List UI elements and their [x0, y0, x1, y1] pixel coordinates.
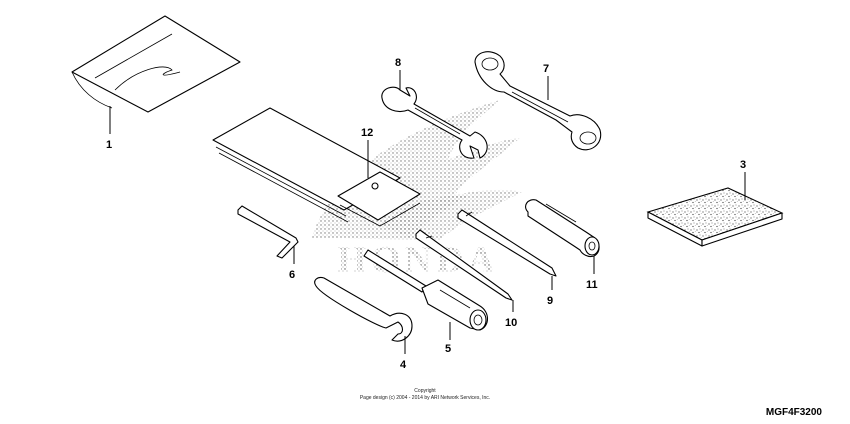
spark-plug-wrench-part[interactable]	[363, 249, 489, 331]
figure-code: MGF4F3200	[765, 407, 822, 418]
callout-label: 4	[400, 359, 407, 371]
callout-label: 10	[505, 317, 517, 329]
screwdriver-grip-part[interactable]	[525, 199, 600, 258]
callout-label: 7	[543, 63, 549, 75]
box-end-wrench-part[interactable]	[474, 51, 602, 151]
screwdriver-bit-part[interactable]	[457, 209, 557, 277]
callout-label: 12	[361, 127, 373, 139]
callout-label: 1	[106, 139, 112, 151]
callout-label: 9	[547, 295, 553, 307]
tool-case-part[interactable]	[212, 107, 421, 227]
callout-label: 6	[289, 269, 295, 281]
honda-watermark-text: HONDA	[337, 239, 498, 281]
callout-label: 5	[445, 343, 451, 355]
callout-label: 11	[586, 279, 598, 291]
callout-label: 8	[395, 57, 401, 69]
hex-key-part[interactable]	[237, 205, 299, 259]
screwdriver-shaft-part[interactable]	[415, 229, 513, 301]
cleaning-cloth-part[interactable]	[646, 187, 784, 247]
tool-bag-part[interactable]	[71, 15, 241, 113]
copyright-title: Copyright	[414, 388, 436, 394]
copyright-notice: Page design (c) 2004 - 2014 by ARI Netwo…	[359, 395, 491, 401]
callout-label: 3	[740, 159, 746, 171]
pin-spanner-part[interactable]	[314, 276, 413, 342]
